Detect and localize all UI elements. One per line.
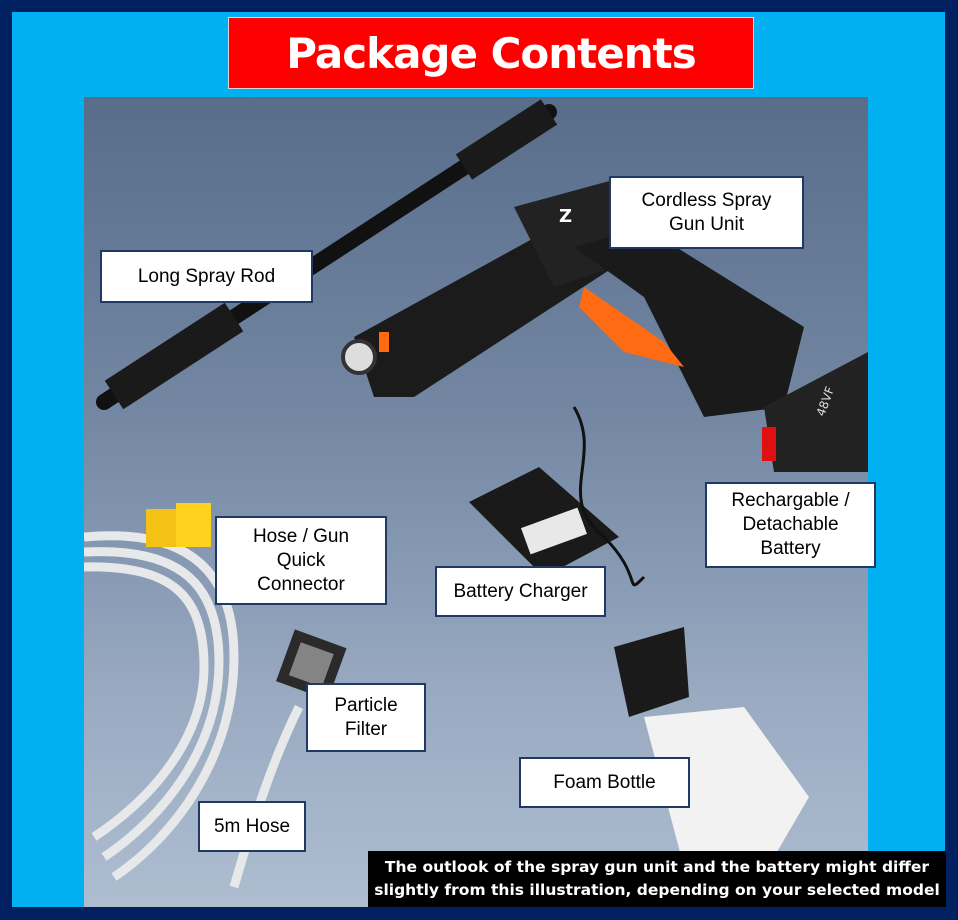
page-title: Package Contents [228,17,754,89]
label-particle-filter: Particle Filter [306,683,426,752]
filter-image [276,629,347,700]
label-battery: Rechargable / Detachable Battery [705,482,876,568]
spray-rod-image [96,99,558,410]
label-hose: 5m Hose [198,801,306,852]
foam-bottle-image [614,627,809,867]
quick-connector-image [146,503,211,547]
note-line-2: slightly from this illustration, dependi… [374,881,940,899]
gun-brand-logo: Z [559,206,572,227]
spray-gun-image: Z [341,177,804,417]
charger-image [469,406,646,587]
label-quick-connector: Hose / Gun Quick Connector [215,516,387,605]
label-foam-bottle: Foam Bottle [519,757,690,808]
label-spray-gun: Cordless Spray Gun Unit [609,176,804,249]
disclaimer-note: The outlook of the spray gun unit and th… [368,851,946,907]
label-long-spray-rod: Long Spray Rod [100,250,313,303]
note-line-1: The outlook of the spray gun unit and th… [384,858,930,876]
label-battery-charger: Battery Charger [435,566,606,617]
battery-image: 48VF [762,352,868,472]
